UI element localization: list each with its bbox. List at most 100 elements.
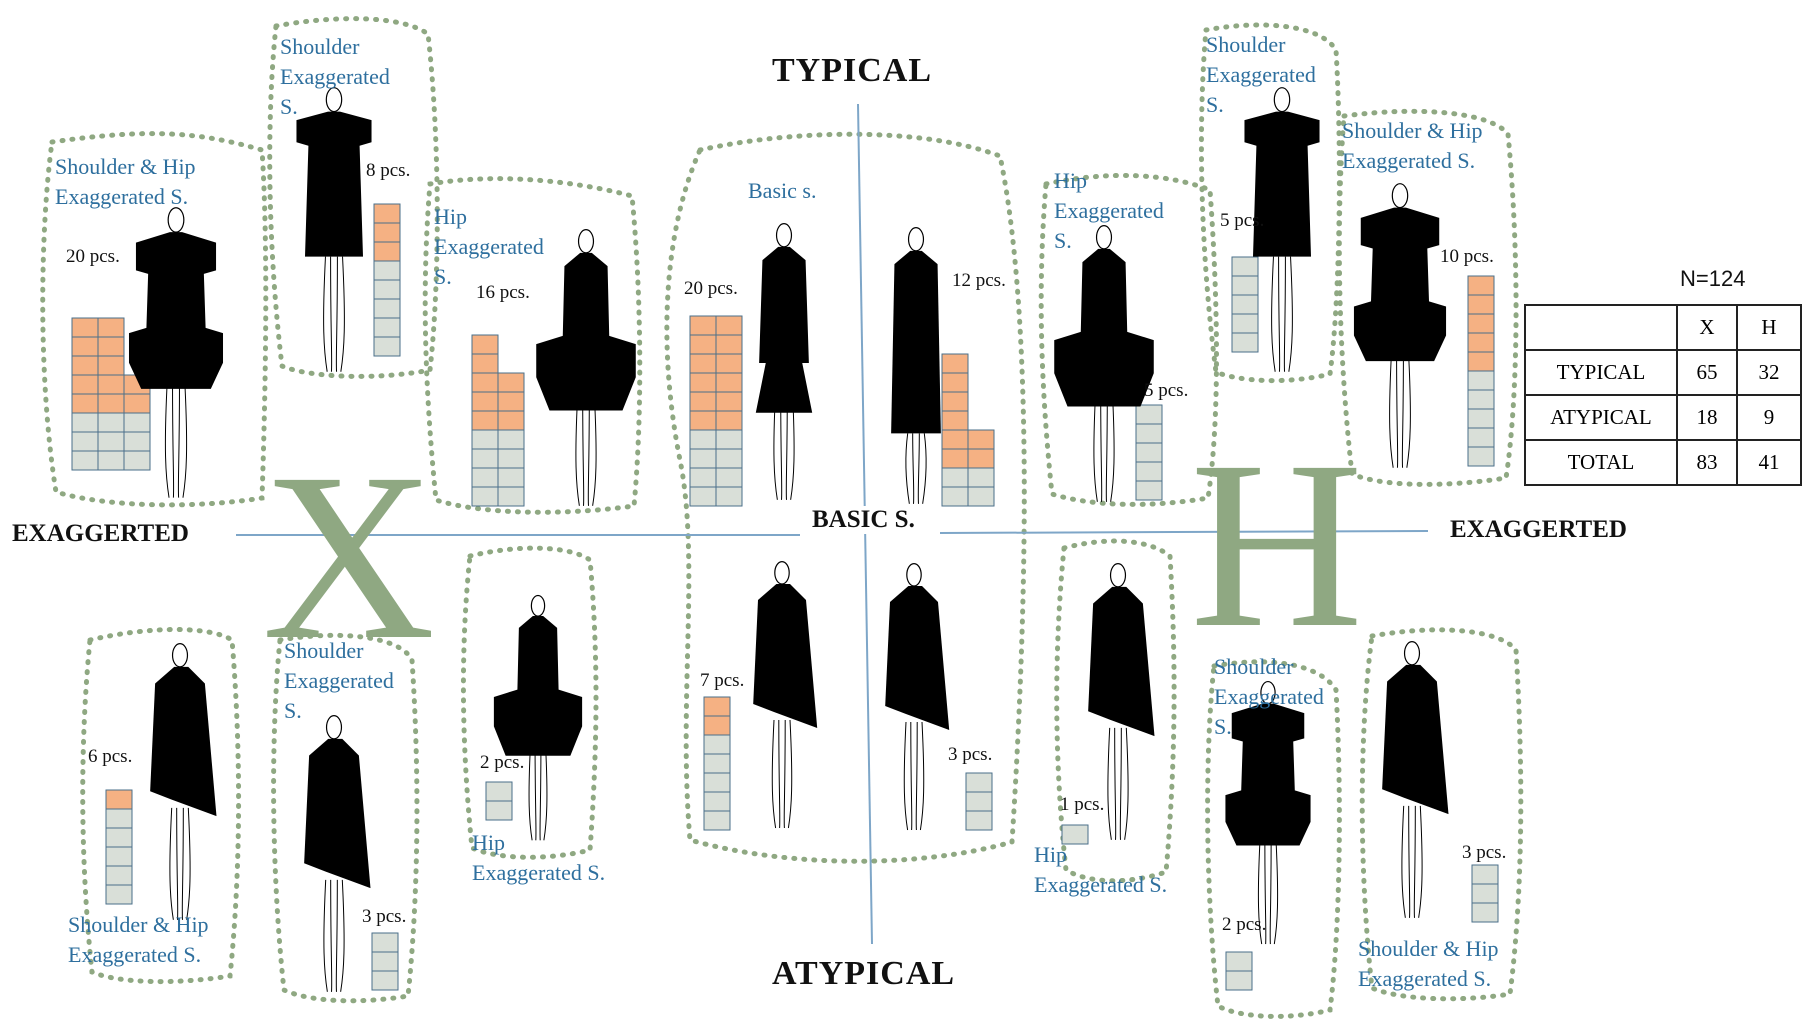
unit-cell-orange: [71, 393, 99, 414]
group-outline-bl-sh: [80, 627, 242, 985]
count-br-sh: 3 pcs.: [1462, 842, 1507, 863]
horizontal-axis-line-right: [939, 530, 1429, 534]
summary-table: X H TYPICAL 65 32 ATYPICAL 18 9 TOTAL 83…: [1524, 304, 1802, 486]
silhouette-tr-h-legs: [1093, 389, 1115, 502]
unit-cell-gray: [689, 467, 717, 488]
axis-bottom-label: ATYPICAL: [772, 955, 956, 992]
unit-cell-gray: [1061, 824, 1089, 845]
table-cell: 83: [1676, 439, 1738, 486]
group-outline-tr-h: [1038, 172, 1219, 507]
group-label-br-h: Hip Exaggerated S.: [1034, 842, 1168, 897]
unit-cell-gray: [371, 970, 399, 991]
silhouette-basic-x-atyp-dress: [753, 584, 818, 728]
silhouette-br-h-legs: [1107, 727, 1129, 840]
silhouette-bl-s-legs: [323, 879, 345, 992]
group-label-tl-h: Hip Exaggerated S.: [434, 204, 544, 289]
unit-cell-orange: [1467, 275, 1495, 296]
group-outline-tr-s: [1198, 22, 1342, 384]
group-label-bl-sh: Shoulder & Hip Exaggerated S.: [68, 912, 209, 967]
unit-cell-gray: [1135, 461, 1163, 482]
unit-cell-gray: [105, 865, 133, 886]
unit-cell-gray: [1135, 423, 1163, 444]
table-cell: TYPICAL: [1524, 349, 1678, 396]
unit-cell-orange: [1467, 313, 1495, 334]
unit-cell-gray: [703, 734, 731, 755]
group-outline-tl-sh: [40, 131, 269, 508]
unit-cell-gray: [105, 846, 133, 867]
unit-cell-gray: [1471, 883, 1499, 904]
unit-cell-gray: [123, 431, 151, 452]
axis-right-label: EXAGGERTED: [1450, 516, 1627, 543]
unit-cell-orange: [941, 372, 969, 393]
unit-cell-gray: [1467, 427, 1495, 448]
count-basic-h-atyp: 3 pcs.: [948, 744, 993, 765]
group-label-bl-s: Shoulder Exaggerated S.: [284, 638, 394, 723]
silhouette-tl-h-head: [577, 229, 595, 254]
unit-cell-gray: [689, 429, 717, 450]
table-row: ATYPICAL 18 9: [1524, 394, 1802, 441]
unit-cell-orange: [715, 391, 743, 412]
unit-cell-orange: [967, 448, 995, 469]
unit-cell-orange: [941, 353, 969, 374]
silhouette-basic-x-typ-head: [775, 223, 793, 248]
group-outline-tr-sh: [1336, 108, 1519, 487]
silhouette-basic-h-typ-head: [907, 227, 925, 252]
unit-cell-orange: [97, 336, 125, 357]
unit-cell-gray: [715, 429, 743, 450]
unit-cell-gray: [1467, 446, 1495, 467]
unit-cell-gray: [471, 429, 499, 450]
unit-cell-orange: [715, 315, 743, 336]
x-letter: X: [262, 423, 436, 689]
unit-cell-orange: [471, 372, 499, 393]
table-row: TYPICAL 65 32: [1524, 349, 1802, 396]
unit-cell-gray: [71, 450, 99, 471]
table-cell: 9: [1736, 394, 1802, 441]
unit-cell-orange: [471, 410, 499, 431]
unit-cell-gray: [471, 486, 499, 507]
silhouette-tl-h-legs: [575, 393, 597, 506]
unit-cell-gray: [123, 450, 151, 471]
unit-cell-gray: [715, 467, 743, 488]
count-bl-h: 2 pcs.: [480, 752, 525, 773]
silhouette-tr-s-legs: [1271, 256, 1293, 372]
unit-cell-gray: [105, 827, 133, 848]
group-outline-br-h: [1054, 538, 1177, 884]
group-label-tr-s: Shoulder Exaggerated S.: [1206, 32, 1316, 117]
unit-cell-orange: [1467, 294, 1495, 315]
silhouette-bl-sh-head: [171, 643, 189, 668]
sample-size-label: N=124: [1680, 266, 1746, 291]
unit-cell-gray: [965, 772, 993, 793]
unit-cell-gray: [497, 448, 525, 469]
unit-cell-orange: [715, 334, 743, 355]
unit-cell-gray: [689, 486, 717, 507]
silhouette-bl-sh-dress: [150, 666, 217, 817]
unit-cell-orange: [689, 391, 717, 412]
table-header-cell: [1524, 304, 1678, 351]
unit-cell-gray: [71, 431, 99, 452]
count-tr-s: 5 pcs.: [1220, 210, 1265, 231]
count-br-h: 1 pcs.: [1060, 794, 1105, 815]
unit-cell-orange: [497, 391, 525, 412]
unit-cell-gray: [1231, 256, 1259, 277]
count-basic-x-typ: 20 pcs.: [684, 278, 738, 299]
unit-cell-gray: [471, 448, 499, 469]
count-basic-x-atyp: 7 pcs.: [700, 670, 745, 691]
unit-cell-gray: [1471, 864, 1499, 885]
unit-cell-gray: [497, 486, 525, 507]
table-header-row: X H: [1524, 304, 1802, 351]
unit-cell-gray: [71, 412, 99, 433]
table-row: TOTAL 83 41: [1524, 439, 1802, 486]
group-outline-tl-s: [267, 16, 440, 379]
count-tr-h: 5 pcs.: [1144, 380, 1189, 401]
unit-cell-gray: [941, 486, 969, 507]
count-basic-h-typ: 12 pcs.: [952, 270, 1006, 291]
group-label-tr-sh: Shoulder & Hip Exaggerated S.: [1342, 118, 1483, 173]
unit-cell-gray: [965, 810, 993, 831]
group-outline-br-sh: [1359, 627, 1524, 1002]
unit-cell-gray: [1467, 408, 1495, 429]
unit-cell-gray: [941, 467, 969, 488]
unit-cell-orange: [497, 410, 525, 431]
group-label-br-s: Shoulder Exaggerated S.: [1214, 654, 1324, 739]
unit-cell-orange: [967, 429, 995, 450]
